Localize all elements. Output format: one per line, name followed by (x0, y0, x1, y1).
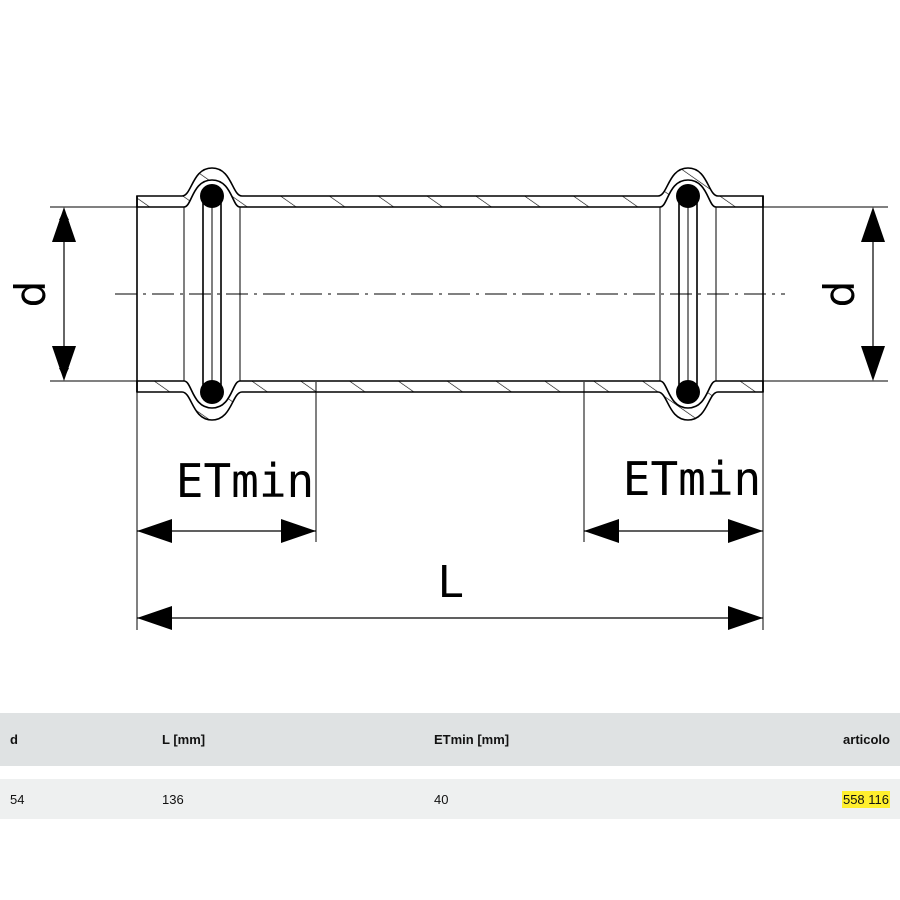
spec-table: d L [mm] ETmin [mm] articolo 54 136 40 5… (0, 713, 900, 819)
table-spacer (0, 766, 900, 779)
o-ring-top-right (676, 184, 700, 208)
table-row: 54 136 40 558 116 (0, 779, 900, 819)
dim-l-label: L (438, 557, 463, 608)
dim-etmin-right-label: ETmin (623, 452, 761, 506)
o-ring-top-left (200, 184, 224, 208)
dimension-d-right-arrows (861, 207, 885, 381)
cell-d: 54 (0, 779, 152, 819)
top-wall (136, 167, 764, 208)
o-ring-bottom-right (676, 380, 700, 404)
fitting-technical-drawing: d d ETmin ETmin L (6, 167, 888, 630)
dim-etmin-left-label: ETmin (176, 454, 314, 508)
table-header-row: d L [mm] ETmin [mm] articolo (0, 713, 900, 766)
o-ring-bottom-left (200, 380, 224, 404)
dimension-etmin-right (584, 519, 763, 543)
dim-d-left-label: d (6, 281, 55, 308)
article-number-highlight[interactable]: 558 116 (841, 790, 890, 808)
bottom-wall (136, 380, 764, 421)
dimension-d-left-arrows (52, 207, 76, 381)
header-d: d (0, 713, 152, 766)
header-etmin: ETmin [mm] (424, 713, 744, 766)
extension-lines (50, 206, 888, 630)
cell-etmin: 40 (424, 779, 744, 819)
o-rings (200, 184, 700, 404)
dimension-l (137, 606, 763, 630)
header-articolo: articolo (744, 713, 900, 766)
cell-articolo: 558 116 (744, 779, 900, 819)
header-l: L [mm] (152, 713, 424, 766)
dimension-etmin-left (137, 519, 316, 543)
cell-l: 136 (152, 779, 424, 819)
dim-d-right-label: d (815, 281, 864, 308)
